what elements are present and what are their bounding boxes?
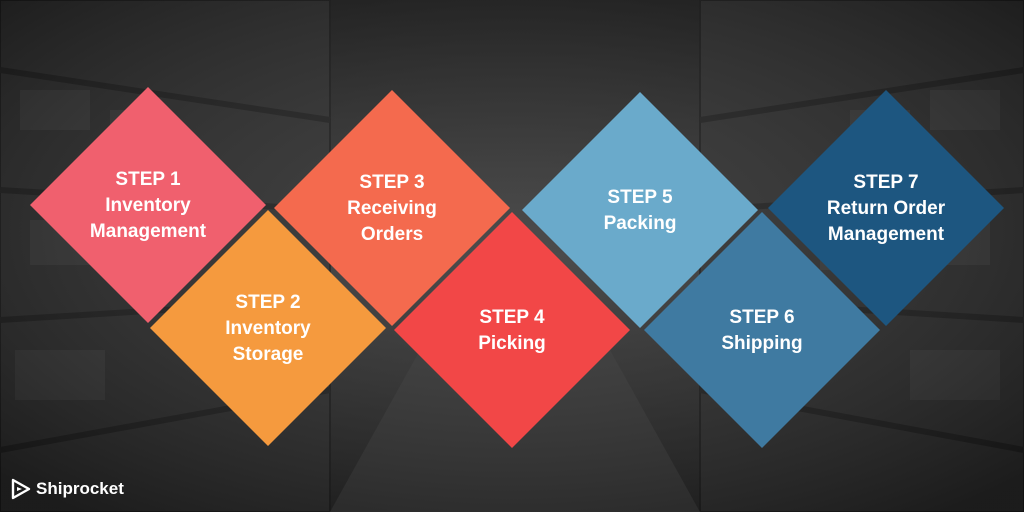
step-5-label: STEP 5 bbox=[607, 187, 673, 208]
step-1-text: Inventory bbox=[105, 195, 191, 216]
step-3-shape bbox=[274, 90, 510, 326]
step-3-label: STEP 3 bbox=[359, 172, 424, 193]
step-1-label: STEP 1 bbox=[115, 169, 181, 190]
step-1-text: Management bbox=[90, 221, 207, 242]
step-1-shape bbox=[30, 87, 266, 323]
brand-name: Shiprocket bbox=[36, 479, 124, 498]
step-2-text: Storage bbox=[233, 344, 304, 365]
step-7-text: Management bbox=[828, 224, 945, 245]
step-4-shape bbox=[394, 212, 630, 448]
step-4-text: Picking bbox=[478, 333, 546, 354]
step-7-text: Return Order bbox=[827, 198, 946, 219]
step-4-diamond: STEP 4 Picking bbox=[394, 212, 630, 448]
step-7-shape bbox=[768, 90, 1004, 326]
step-2-label: STEP 2 bbox=[235, 292, 300, 313]
step-6-text: Shipping bbox=[721, 333, 802, 354]
play-icon bbox=[11, 478, 31, 500]
step-6-shape bbox=[644, 212, 880, 448]
step-2-shape bbox=[150, 210, 386, 446]
step-5-diamond: STEP 5 Packing bbox=[522, 92, 758, 328]
brand-logo: Shiprocket bbox=[10, 478, 124, 500]
step-5-text: Packing bbox=[604, 213, 677, 234]
step-2-text: Inventory bbox=[225, 318, 311, 339]
step-6-diamond: STEP 6 Shipping bbox=[644, 212, 880, 448]
step-7-label: STEP 7 bbox=[853, 172, 918, 193]
step-3-text: Receiving bbox=[347, 198, 437, 219]
step-3-text: Orders bbox=[361, 224, 423, 245]
step-5-shape bbox=[522, 92, 758, 328]
step-4-label: STEP 4 bbox=[479, 307, 545, 328]
step-6-label: STEP 6 bbox=[729, 307, 794, 328]
